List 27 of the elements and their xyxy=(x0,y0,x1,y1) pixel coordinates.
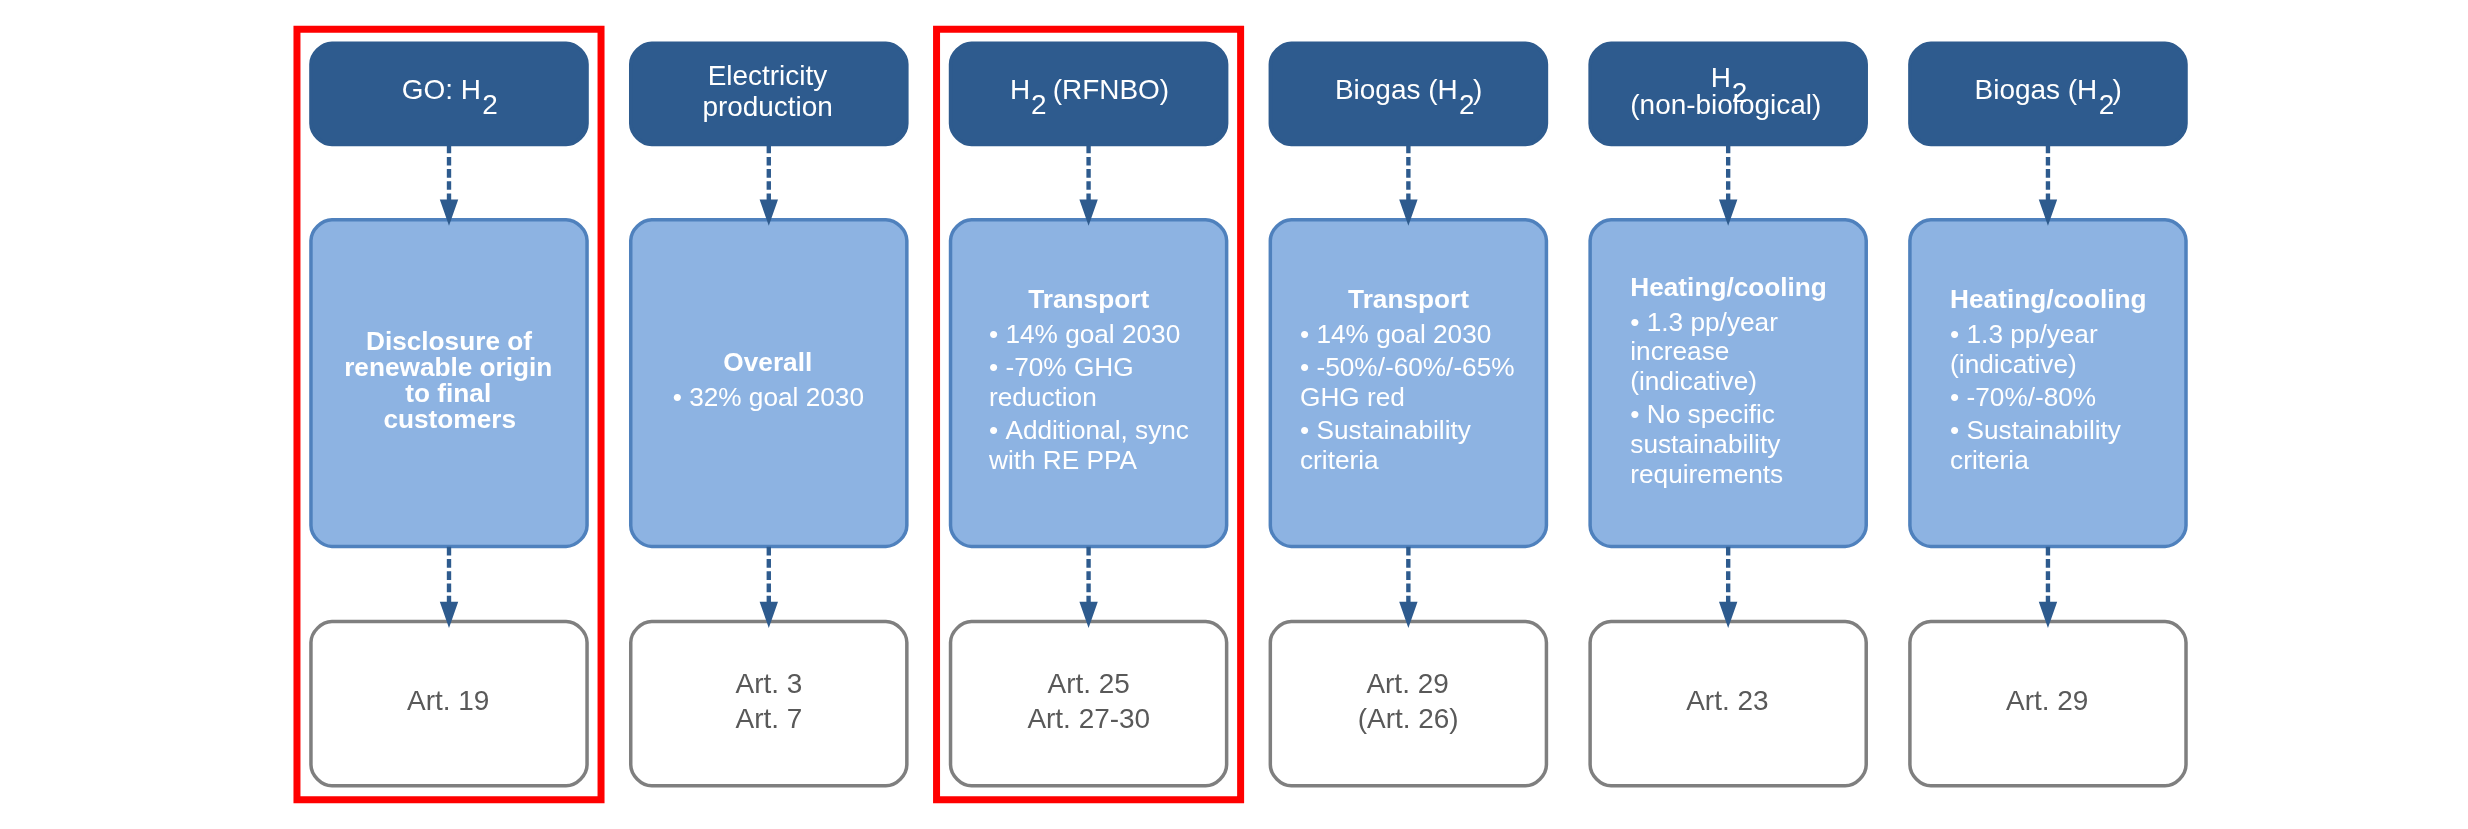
arrow xyxy=(2038,546,2057,628)
cluster xyxy=(932,25,1244,804)
node-box: Heating/cooling • 1.3 pp/year increase (indicative) • No specific sustainability requirements xyxy=(1587,217,1868,549)
arrow xyxy=(759,144,778,226)
cluster xyxy=(292,25,605,804)
arrow xyxy=(1078,546,1098,628)
node-box: Art. 29 (Art. 26) xyxy=(1268,619,1548,788)
node-box: Art. 25 Art. 27-30 xyxy=(948,619,1228,788)
node-box: Electricity production xyxy=(628,41,909,147)
node-box: Overall • 32% goal 2030 xyxy=(628,217,909,549)
node-box: Art. 29 xyxy=(1907,619,2188,788)
node-box: Disclosure of renewable origin to final customers xyxy=(308,217,589,549)
node-box: Art. 19 xyxy=(308,619,589,788)
node-box: Art. 3 Art. 7 xyxy=(628,619,909,788)
arrow xyxy=(1078,144,1098,226)
arrow xyxy=(439,546,458,628)
node-box: Heating/cooling • 1.3 pp/year (indicative) • -70%/-80% • Sustainability criteria xyxy=(1907,217,2188,549)
arrow xyxy=(439,144,458,226)
node-box: Transport • 14% goal 2030 • -50%/-60%/-65% GHG red • Sustainability criteria xyxy=(1268,217,1548,549)
arrow xyxy=(2038,144,2057,226)
arrow xyxy=(759,546,778,628)
node-box: Art. 23 xyxy=(1587,619,1868,788)
arrow xyxy=(1398,546,1418,628)
arrow xyxy=(1398,144,1418,226)
arrow xyxy=(1718,144,1737,226)
arrow xyxy=(1718,546,1737,628)
node-box: Transport • 14% goal 2030 • -70% GHG reduction • Additional, sync with RE PPA xyxy=(948,217,1228,549)
